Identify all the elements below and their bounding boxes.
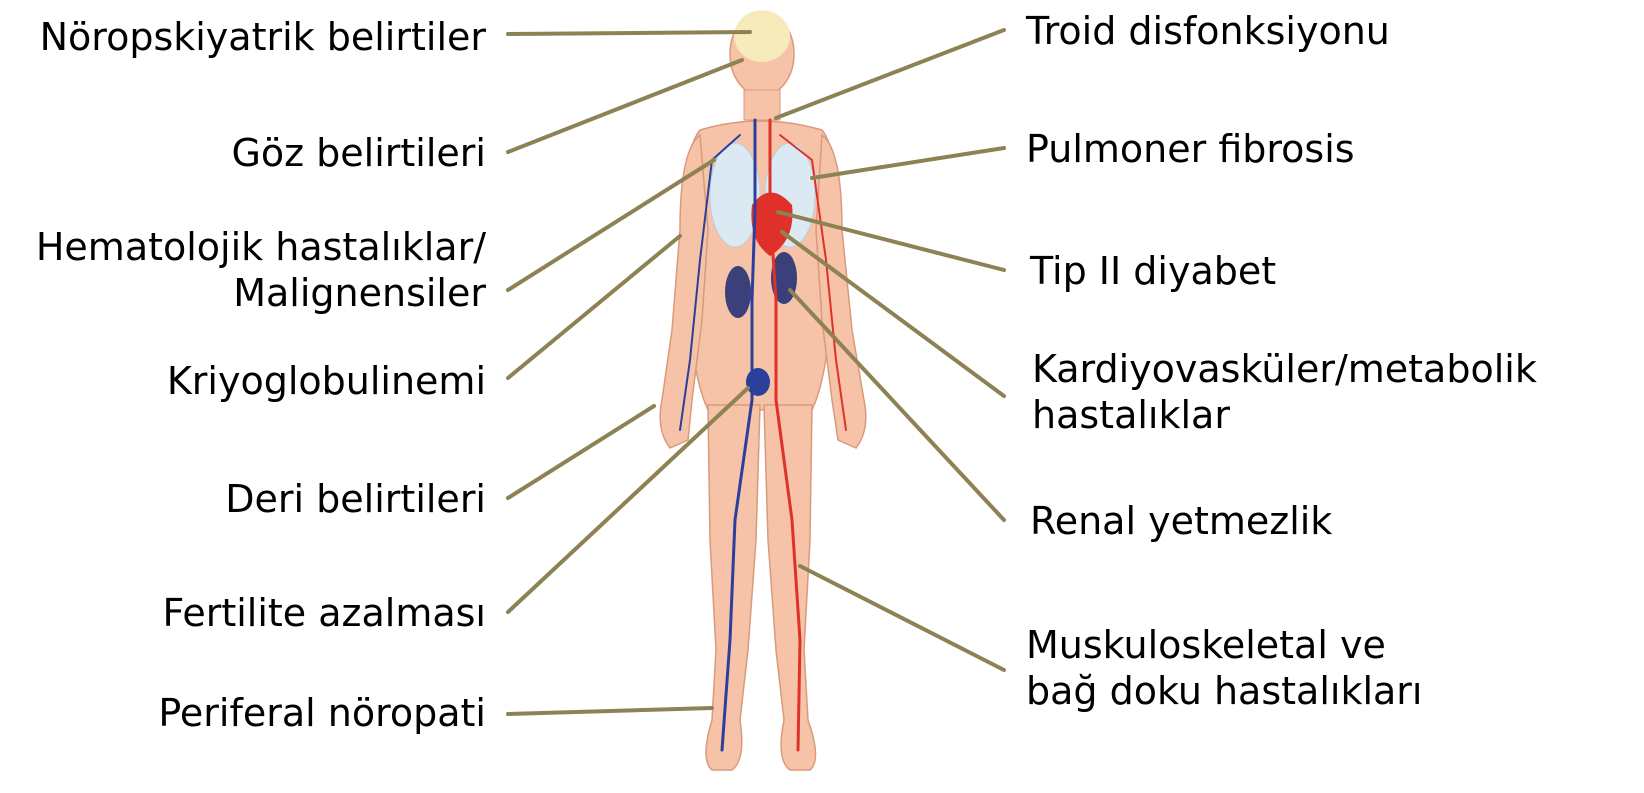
neck bbox=[744, 90, 780, 120]
leader-pulmoner bbox=[812, 148, 1004, 178]
leader-noropskiyatrik bbox=[508, 32, 750, 34]
left-kidney bbox=[725, 266, 751, 318]
brain-glow bbox=[734, 10, 790, 62]
left-lung bbox=[710, 143, 760, 247]
leader-kriyoglobulinemi bbox=[508, 236, 680, 378]
leader-muskuloskeletal bbox=[800, 566, 1004, 670]
right-leg bbox=[764, 405, 816, 770]
leader-renal bbox=[790, 290, 1004, 520]
bladder bbox=[746, 368, 770, 396]
leader-deri bbox=[508, 406, 654, 498]
leader-periferal bbox=[508, 708, 712, 714]
leader-troid bbox=[776, 30, 1004, 118]
